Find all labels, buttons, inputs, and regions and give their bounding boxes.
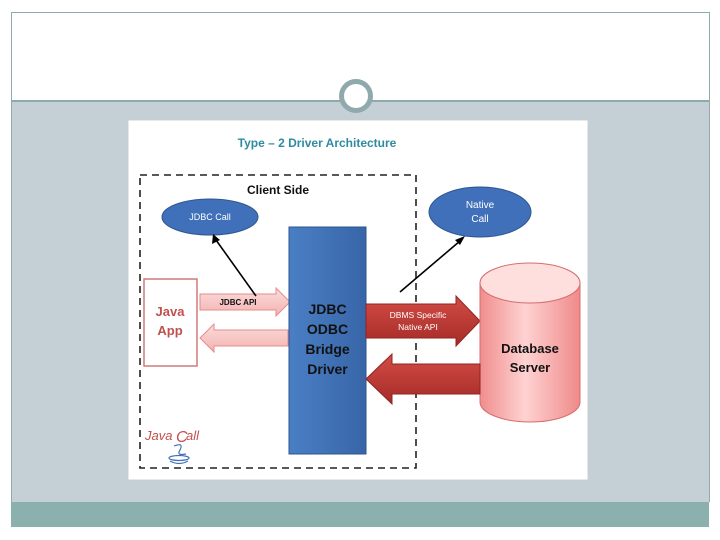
dbms-native-api-label-line2: Native API	[398, 322, 438, 332]
native-call-ellipse	[428, 186, 532, 238]
jdbc-api-label: JDBC API	[219, 298, 256, 307]
diagram-title: Type – 2 Driver Architecture	[238, 136, 397, 150]
javacall-logo: Java C all	[144, 428, 200, 465]
java-app-box	[143, 278, 198, 367]
jdbc-odbc-bridge-driver-box	[288, 226, 367, 455]
svg-text:all: all	[186, 428, 200, 443]
jdbc-call-label: JDBC Call	[189, 212, 231, 222]
database-cylinder-top	[479, 262, 581, 304]
driver-label-line4: Driver	[307, 361, 348, 377]
native-call-label-line2: Call	[471, 214, 488, 225]
jdbc-call-connector-head	[212, 234, 220, 244]
driver-label-line3: Bridge	[305, 341, 350, 357]
slide-footer-band	[11, 502, 709, 527]
native-call-label-line1: Native	[466, 200, 495, 211]
driver-label-line2: ODBC	[307, 321, 348, 337]
jdbc-call-connector	[215, 239, 257, 297]
native-call-connector-head	[455, 236, 465, 245]
database-cylinder-body	[479, 282, 581, 423]
driver-to-java-return-arrow	[199, 322, 289, 354]
jdbc-api-arrow	[199, 286, 291, 318]
architecture-diagram: Type – 2 Driver Architecture Client Side…	[128, 120, 588, 480]
database-label-line1: Database	[501, 341, 559, 356]
java-app-label-line2: App	[157, 323, 182, 338]
svg-text:Java: Java	[144, 428, 172, 443]
database-to-driver-return-arrow	[365, 352, 481, 406]
dbms-native-api-arrow	[365, 294, 481, 348]
database-label-line2: Server	[510, 360, 550, 375]
divider-ring-ornament	[339, 79, 373, 113]
java-app-label-line1: Java	[156, 304, 186, 319]
jdbc-call-ellipse	[161, 198, 259, 236]
native-call-connector	[399, 240, 461, 293]
client-side-label: Client Side	[247, 183, 309, 197]
dbms-native-api-label-line1: DBMS Specific	[390, 310, 447, 320]
svg-text:C: C	[176, 429, 188, 446]
driver-label-line1: JDBC	[308, 301, 346, 317]
